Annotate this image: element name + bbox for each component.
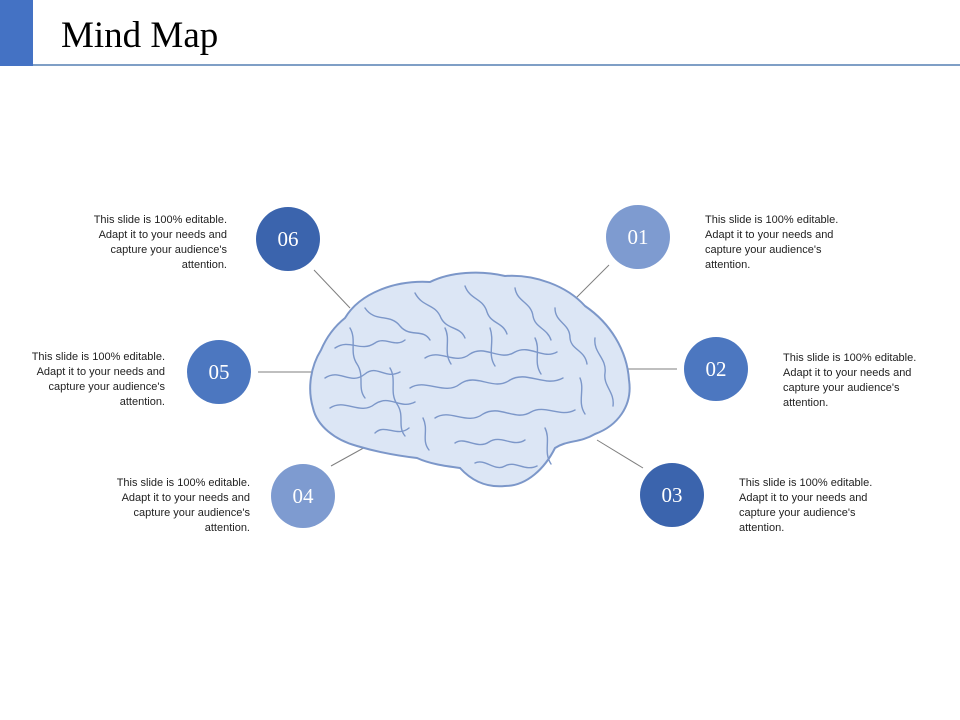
node-02-number: 02 [705, 356, 727, 381]
node-05-description: This slide is 100% editable. Adapt it to… [31, 351, 165, 408]
node-01-description: This slide is 100% editable. Adapt it to… [705, 214, 839, 271]
node-06: 06 [256, 207, 320, 271]
node-01: 01 [606, 205, 670, 269]
node-05: 05 [187, 340, 251, 404]
connector-06 [313, 269, 351, 309]
brain-illustration [309, 271, 631, 488]
slide-title: Mind Map [61, 15, 219, 56]
node-04: 04 [271, 464, 335, 528]
node-03: 03 [640, 463, 704, 527]
title-accent-bar [0, 0, 33, 66]
brain-folds [324, 285, 614, 469]
node-02-description: This slide is 100% editable. Adapt it to… [783, 352, 917, 409]
node-04-number: 04 [292, 483, 314, 508]
connector-01 [571, 264, 610, 303]
node-02: 02 [684, 337, 748, 401]
connector-03 [596, 439, 644, 469]
node-05-number: 05 [208, 359, 230, 384]
node-03-description: This slide is 100% editable. Adapt it to… [739, 477, 873, 534]
node-04-description: This slide is 100% editable. Adapt it to… [116, 477, 250, 534]
title-underline [33, 64, 960, 66]
node-03-number: 03 [661, 482, 683, 507]
node-06-description: This slide is 100% editable. Adapt it to… [93, 214, 227, 271]
node-06-number: 06 [277, 226, 299, 251]
node-01-number: 01 [627, 224, 649, 249]
